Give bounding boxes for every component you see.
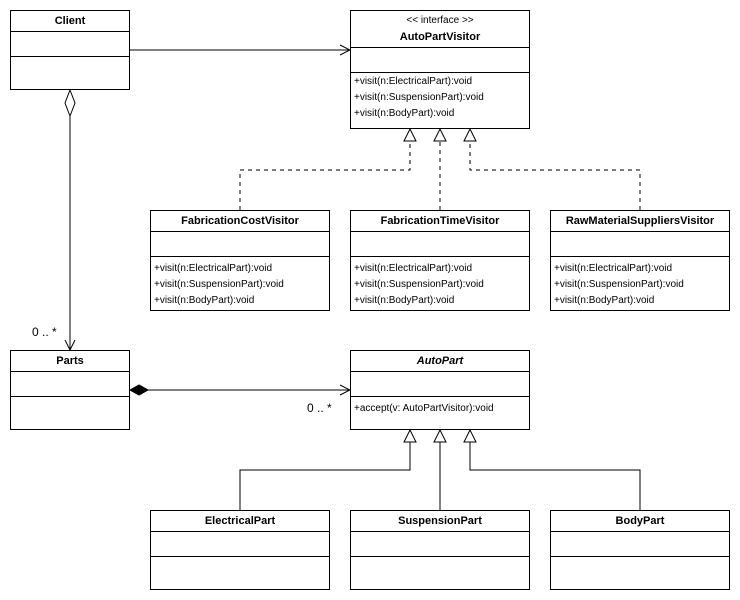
class-name: AutoPartVisitor — [399, 31, 481, 43]
generalization-lines — [239, 442, 641, 510]
operation: +visit(n:ElectricalPart):void — [354, 263, 473, 274]
operation: +accept(v: AutoPartVisitor):void — [354, 403, 494, 414]
operation: +visit(n:BodyPart):void — [554, 295, 655, 306]
class-name: RawMaterialSuppliersVisitor — [565, 215, 715, 227]
attributes-compartment — [11, 372, 129, 397]
realization-lines — [239, 141, 641, 210]
class-name: BodyPart — [615, 515, 665, 527]
operation: +visit(n:SuspensionPart):void — [154, 279, 284, 290]
attributes-compartment — [551, 232, 729, 257]
class-header: SuspensionPart — [351, 511, 529, 532]
aggregation-diamond — [64, 88, 76, 118]
attributes-compartment — [151, 532, 329, 557]
class-fabrication-cost-visitor[interactable]: FabricationCostVisitor +visit(n:Electric… — [150, 210, 330, 311]
class-autopart-visitor[interactable]: << interface >> AutoPartVisitor +visit(n… — [350, 10, 530, 129]
class-client[interactable]: Client — [10, 10, 130, 90]
class-header: AutoPart — [351, 351, 529, 372]
operations-compartment: +visit(n:ElectricalPart):void +visit(n:S… — [151, 257, 329, 309]
attributes-compartment — [351, 232, 529, 257]
class-name: Parts — [56, 355, 84, 367]
operation: +visit(n:SuspensionPart):void — [554, 279, 684, 290]
operation: +visit(n:SuspensionPart):void — [354, 279, 484, 290]
class-header: RawMaterialSuppliersVisitor — [551, 211, 729, 232]
multiplicity-client-parts: 0 .. * — [32, 325, 57, 339]
class-raw-material-suppliers-visitor[interactable]: RawMaterialSuppliersVisitor +visit(n:Ele… — [550, 210, 730, 311]
attributes-compartment — [351, 532, 529, 557]
operation: +visit(n:SuspensionPart):void — [354, 92, 484, 103]
attributes-compartment — [11, 32, 129, 57]
operations-compartment: +visit(n:ElectricalPart):void +visit(n:S… — [351, 73, 529, 122]
operation: +visit(n:ElectricalPart):void — [154, 263, 273, 274]
class-body-part[interactable]: BodyPart — [550, 510, 730, 590]
class-name: Client — [54, 15, 86, 27]
attributes-compartment — [351, 48, 529, 73]
class-name: FabricationCostVisitor — [181, 215, 299, 227]
class-header: ElectricalPart — [151, 511, 329, 532]
operation: +visit(n:ElectricalPart):void — [354, 76, 473, 87]
generalization-triangles — [403, 428, 477, 443]
class-header: BodyPart — [551, 511, 729, 532]
attributes-compartment — [351, 372, 529, 397]
class-name: SuspensionPart — [398, 515, 482, 527]
stereotype-label: << interface >> — [406, 15, 474, 26]
operation: +visit(n:BodyPart):void — [354, 108, 455, 119]
class-header: Parts — [11, 351, 129, 372]
operation: +visit(n:BodyPart):void — [354, 295, 455, 306]
class-name: ElectricalPart — [204, 515, 276, 527]
class-header: FabricationTimeVisitor — [351, 211, 529, 232]
class-suspension-part[interactable]: SuspensionPart — [350, 510, 530, 590]
class-parts[interactable]: Parts — [10, 350, 130, 430]
operations-compartment: +accept(v: AutoPartVisitor):void — [351, 397, 529, 417]
operations-compartment: +visit(n:ElectricalPart):void +visit(n:S… — [351, 257, 529, 309]
multiplicity-parts-autopart: 0 .. * — [307, 401, 332, 415]
class-autopart[interactable]: AutoPart +accept(v: AutoPartVisitor):voi… — [350, 350, 530, 430]
class-header: Client — [11, 11, 129, 32]
class-fabrication-time-visitor[interactable]: FabricationTimeVisitor +visit(n:Electric… — [350, 210, 530, 311]
class-header: << interface >> AutoPartVisitor — [351, 11, 529, 48]
class-name: AutoPart — [416, 355, 464, 367]
attributes-compartment — [551, 532, 729, 557]
class-electrical-part[interactable]: ElectricalPart — [150, 510, 330, 590]
class-name: FabricationTimeVisitor — [380, 215, 500, 227]
composition-diamond — [128, 384, 150, 396]
attributes-compartment — [151, 232, 329, 257]
operations-compartment: +visit(n:ElectricalPart):void +visit(n:S… — [551, 257, 729, 309]
class-header: FabricationCostVisitor — [151, 211, 329, 232]
operation: +visit(n:ElectricalPart):void — [554, 263, 673, 274]
realization-triangles — [403, 127, 477, 142]
operation: +visit(n:BodyPart):void — [154, 295, 255, 306]
